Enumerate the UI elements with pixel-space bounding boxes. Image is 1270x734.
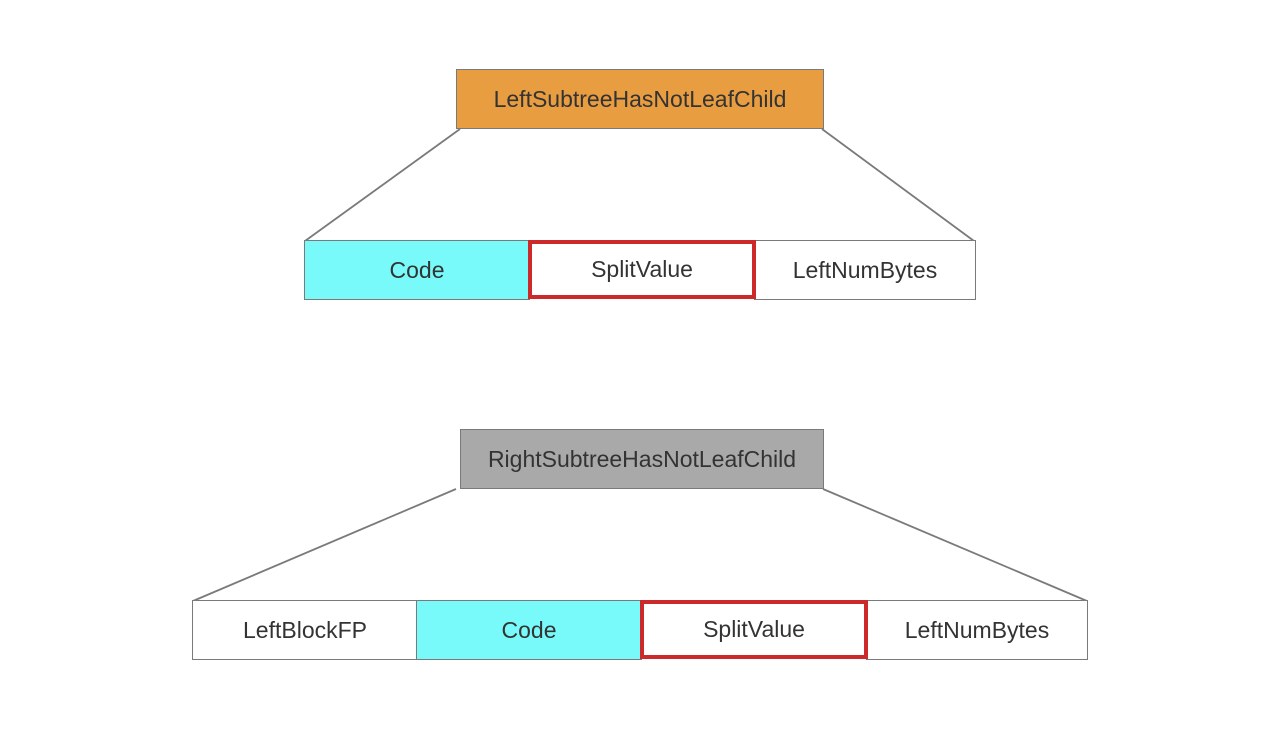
- bottom-right-connector: [822, 488, 1088, 602]
- bottom-left-block-fp-label: LeftBlockFP: [243, 616, 367, 643]
- bottom-code-field: Code: [416, 600, 642, 660]
- top-left-num-bytes-field: LeftNumBytes: [754, 240, 976, 300]
- left-subtree-node-label: LeftSubtreeHasNotLeafChild: [493, 85, 787, 112]
- bottom-split-value-field: SplitValue: [640, 600, 868, 659]
- bottom-code-label: Code: [501, 616, 557, 643]
- right-subtree-node: RightSubtreeHasNotLeafChild: [460, 429, 824, 489]
- top-split-value-label: SplitValue: [591, 256, 693, 282]
- top-split-value-field: SplitValue: [528, 240, 756, 299]
- top-left-num-bytes-label: LeftNumBytes: [792, 256, 938, 283]
- top-code-field: Code: [304, 240, 530, 300]
- top-code-label: Code: [389, 256, 445, 283]
- bottom-left-num-bytes-field: LeftNumBytes: [866, 600, 1088, 660]
- bottom-left-block-fp-field: LeftBlockFP: [192, 600, 418, 660]
- right-subtree-node-label: RightSubtreeHasNotLeafChild: [487, 445, 797, 472]
- top-left-connector: [304, 128, 461, 242]
- left-subtree-node: LeftSubtreeHasNotLeafChild: [456, 69, 824, 129]
- bottom-left-connector: [192, 488, 457, 602]
- bottom-split-value-label: SplitValue: [703, 616, 805, 642]
- top-right-connector: [821, 128, 975, 242]
- bottom-left-num-bytes-label: LeftNumBytes: [904, 616, 1050, 643]
